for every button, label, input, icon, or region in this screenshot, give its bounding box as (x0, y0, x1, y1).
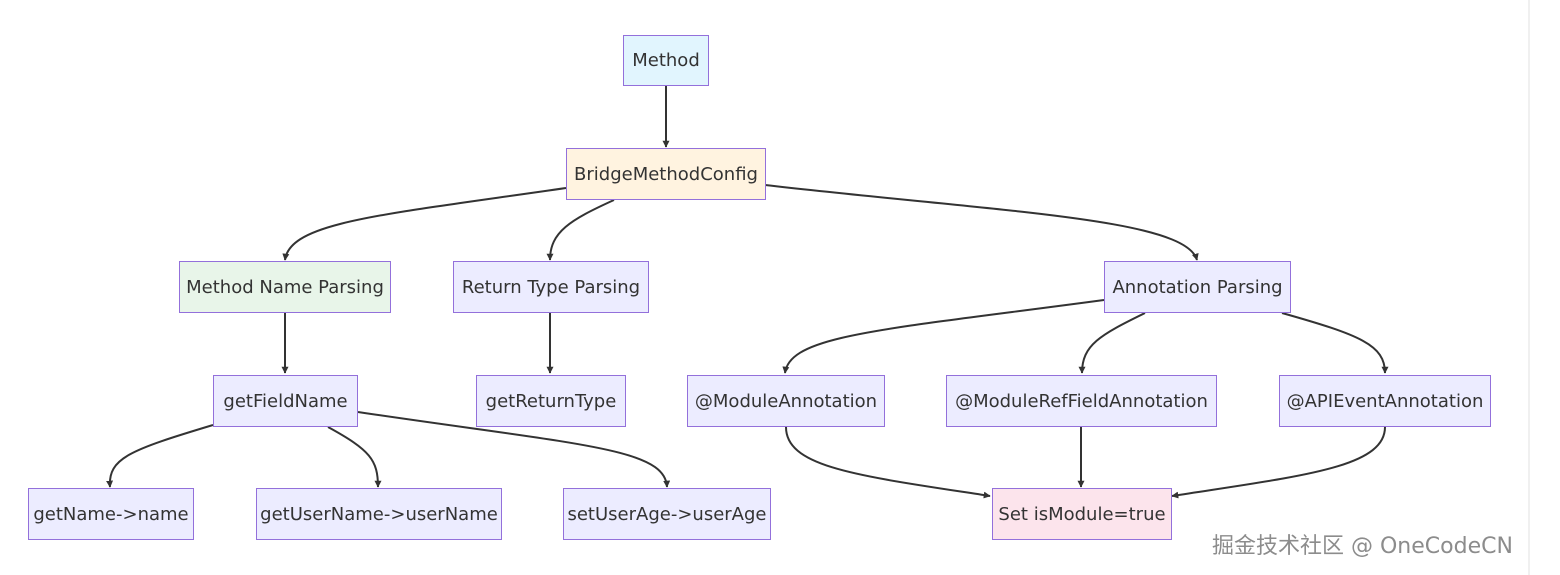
node-method-name-parsing[interactable]: Method Name Parsing (179, 261, 391, 313)
node-method[interactable]: Method (623, 35, 709, 86)
node-get-user-name[interactable]: getUserName->userName (256, 488, 502, 540)
node-get-field-name[interactable]: getFieldName (213, 375, 358, 427)
node-set-is-module[interactable]: Set isModule=true (992, 488, 1172, 540)
node-return-type-parsing-label: Return Type Parsing (461, 276, 641, 298)
node-get-return-type-label: getReturnType (485, 390, 617, 412)
node-get-name-label: getName->name (33, 503, 189, 525)
edge-api-event-set-is-module (1171, 426, 1386, 499)
node-annotation-parsing-label: Annotation Parsing (1112, 276, 1283, 298)
node-bridge-method-config-label: BridgeMethodConfig (574, 163, 758, 185)
node-set-user-age-label: setUserAge->userAge (567, 503, 767, 525)
edge-field-get-user-name (327, 426, 382, 488)
node-module-annotation[interactable]: @ModuleAnnotation (687, 375, 885, 427)
node-set-user-age[interactable]: setUserAge->userAge (563, 488, 771, 540)
edge-config-name-parsing (282, 187, 567, 261)
node-annotation-parsing[interactable]: Annotation Parsing (1104, 261, 1291, 313)
node-get-field-name-label: getFieldName (223, 390, 348, 412)
edge-field-get-name (106, 424, 214, 488)
node-set-is-module-label: Set isModule=true (998, 503, 1166, 525)
edge-annotation-module (782, 299, 1105, 374)
node-method-name-parsing-label: Method Name Parsing (186, 276, 384, 298)
watermark: 掘金技术社区 @ OneCodeCN (1212, 534, 1513, 559)
edge-config-return-parsing (546, 199, 615, 261)
node-api-event-annotation[interactable]: @APIEventAnnotation (1279, 375, 1491, 427)
right-edge-rule (1528, 0, 1530, 575)
node-get-user-name-label: getUserName->userName (260, 503, 498, 525)
node-module-annotation-label: @ModuleAnnotation (694, 390, 878, 412)
edge-annotation-module-ref (1078, 312, 1146, 374)
edge-config-annotation-parsing (764, 184, 1199, 261)
node-return-type-parsing[interactable]: Return Type Parsing (453, 261, 649, 313)
node-get-return-type[interactable]: getReturnType (476, 375, 626, 427)
node-module-ref-field-annotation[interactable]: @ModuleRefFieldAnnotation (946, 375, 1217, 427)
node-module-ref-field-annotation-label: @ModuleRefFieldAnnotation (955, 390, 1208, 412)
node-get-name[interactable]: getName->name (28, 488, 194, 540)
node-bridge-method-config[interactable]: BridgeMethodConfig (566, 148, 766, 200)
edge-annotation-api-event (1281, 312, 1389, 374)
node-method-label: Method (632, 50, 700, 71)
node-api-event-annotation-label: @APIEventAnnotation (1286, 390, 1484, 412)
edge-module-set-is-module (785, 426, 991, 499)
edge-field-set-user-age (357, 411, 671, 488)
